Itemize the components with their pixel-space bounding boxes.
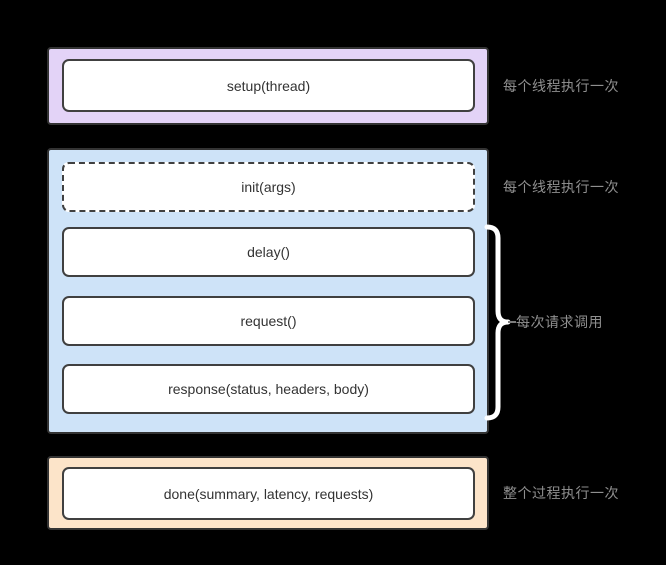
request-label: request() <box>240 313 297 329</box>
delay-label: delay() <box>247 244 290 260</box>
response-node: response(status, headers, body) <box>62 364 475 414</box>
init-args-node: init(args) <box>62 162 475 212</box>
delay-node: delay() <box>62 227 475 277</box>
done-label: done(summary, latency, requests) <box>163 485 374 502</box>
setup-annotation: 每个线程执行一次 <box>503 78 619 94</box>
request-loop-container: init(args) delay() request() response(st… <box>47 148 489 434</box>
curly-brace-icon <box>484 224 516 421</box>
done-annotation: 整个过程执行一次 <box>503 485 619 501</box>
setup-phase-container: setup(thread) <box>47 47 489 125</box>
curly-brace-path <box>484 224 511 421</box>
init-args-label: init(args) <box>241 179 296 195</box>
response-label: response(status, headers, body) <box>168 381 369 397</box>
request-node: request() <box>62 296 475 346</box>
setup-thread-node: setup(thread) <box>62 59 475 112</box>
setup-thread-label: setup(thread) <box>226 77 311 94</box>
init-annotation: 每个线程执行一次 <box>503 179 619 195</box>
done-phase-container: done(summary, latency, requests) <box>47 456 489 530</box>
done-node: done(summary, latency, requests) <box>62 467 475 520</box>
per-request-annotation: 每次请求调用 <box>516 314 603 330</box>
